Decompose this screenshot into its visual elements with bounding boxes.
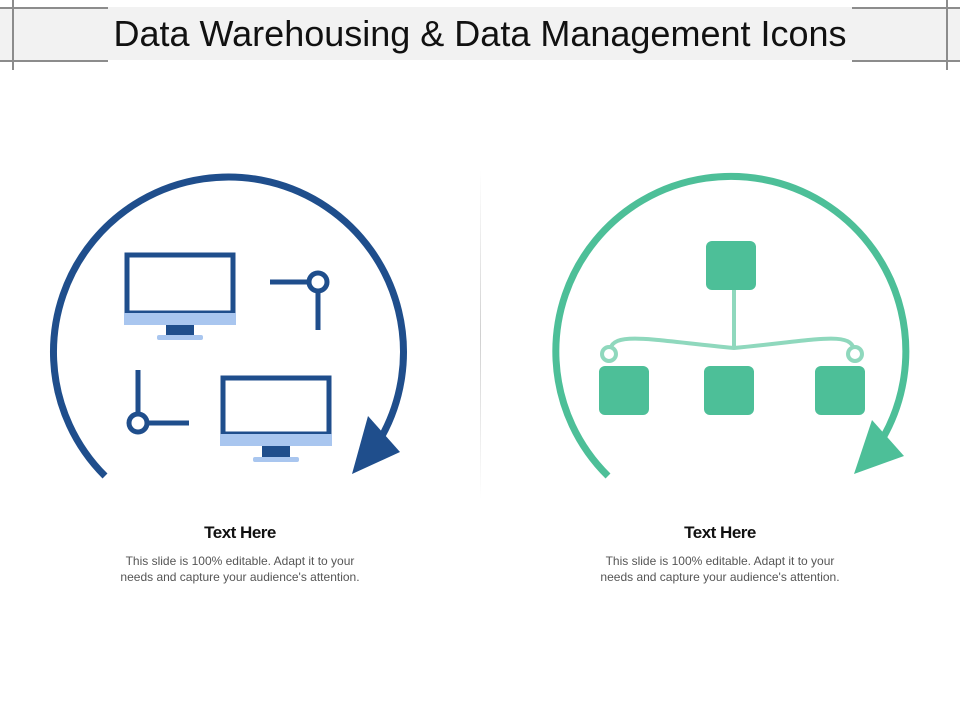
arrowhead-icon — [352, 416, 400, 474]
caption-heading: Text Here — [684, 523, 756, 542]
frame-line — [12, 0, 14, 70]
slide-title: Data Warehousing & Data Management Icons — [113, 13, 847, 54]
networked-computers-icon — [50, 173, 407, 479]
caption-body: This slide is 100% editable. Adapt it to… — [600, 554, 840, 584]
frame-line — [0, 60, 108, 62]
frame-line — [852, 7, 960, 9]
title-band — [0, 7, 960, 60]
monitor-icon — [124, 252, 236, 340]
connector-icon — [126, 370, 189, 435]
top-node-icon — [706, 241, 756, 290]
panel-right: Text Here This slide is 100% editable. A… — [480, 0, 960, 720]
circular-arrow-icon — [50, 173, 407, 479]
frame-line — [852, 60, 960, 62]
child-node-icon — [815, 366, 865, 415]
child-node-icon — [599, 366, 649, 415]
frame-line — [946, 0, 948, 70]
hierarchy-network-icon — [552, 172, 910, 479]
connector-icon — [270, 270, 330, 330]
caption-body: This slide is 100% editable. Adapt it to… — [120, 554, 360, 584]
title-bar: Data Warehousing & Data Management Icons — [0, 0, 960, 70]
network-links-icon — [600, 290, 864, 363]
frame-line — [0, 7, 108, 9]
child-node-icon — [704, 366, 754, 415]
arrowhead-icon — [854, 420, 904, 474]
monitor-icon — [220, 375, 332, 462]
center-divider — [480, 170, 481, 500]
circular-arrow-icon — [552, 172, 910, 479]
panel-left: Text Here This slide is 100% editable. A… — [50, 173, 407, 584]
caption-heading: Text Here — [204, 523, 276, 542]
